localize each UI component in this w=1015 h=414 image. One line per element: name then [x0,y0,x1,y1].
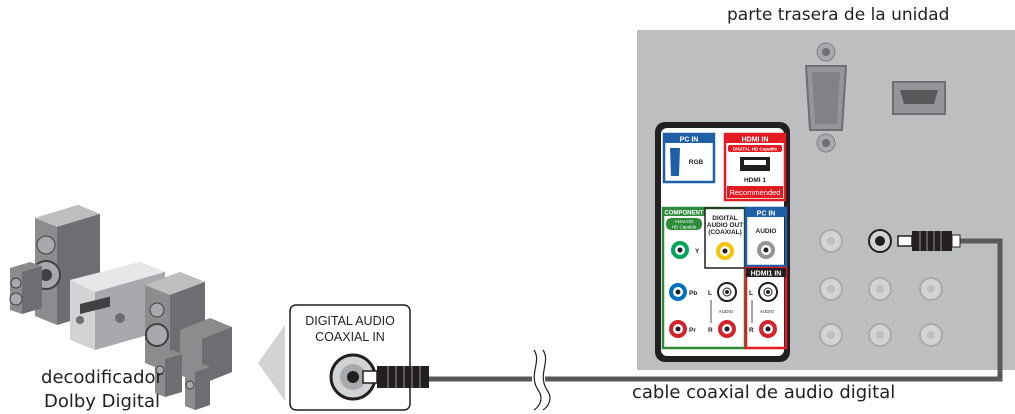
rear-jack-grid [819,229,943,347]
hdmi-audio-label: AUDIO [760,309,775,314]
cable-plug-tv-icon [897,231,961,251]
jack-comp-r-icon [718,320,736,338]
jack-y-label: Y [695,248,700,255]
jack-comp-l-icon [717,282,737,302]
pc-in-audio-section: PC IN AUDIO [744,206,788,268]
cable-plug-decoder-icon [362,366,429,388]
pc-in-title: PC IN [680,137,699,144]
comp-audio-l-label: L [708,290,712,297]
hdmi-in-title: HDMI IN [742,137,769,144]
hdmi-audio-r-label: R [749,327,754,334]
jack-hdmi-l-icon [758,282,778,302]
hdmi-recommended-label: Recommended [730,188,781,197]
pc-in-audio-label: AUDIO [756,228,777,235]
hdmi-capable-label: DIGITAL HD Capable [733,147,778,152]
coaxial-in-line2: COAXIAL IN [315,330,385,344]
cable-label: cable coaxial de audio digital [632,382,896,403]
pointer-arrow-icon [258,325,285,401]
jack-digital-out-icon [716,242,734,260]
hdmi-port-label: HDMI 1 [744,177,766,184]
coaxial-out-jack-icon [868,229,892,253]
jack-panel: PC IN RGB HDMI IN DIGITAL HD Capable HDM… [655,122,790,362]
hdmi-audio-l-label: L [749,290,753,297]
digital-audio-out-line1: DIGITAL [712,215,738,222]
rear-of-unit-label: parte trasera de la unidad [727,5,950,25]
component-sub1: ANALOG [675,219,694,224]
comp-audio-label: AUDIO [719,309,734,314]
dolby-decoder-speakers-icon [9,205,232,410]
digital-audio-coaxial-in-box: DIGITAL AUDIO COAXIAL IN [289,304,429,411]
jack-pr-label: Pr [689,327,696,334]
hdmi-connector-icon [892,81,946,115]
comp-audio-r-label: R [708,327,713,334]
component-title: COMPONENT [665,211,704,217]
component-sub2: HD Capable [672,225,697,230]
vga-connector-icon [804,42,848,153]
jack-y-icon [671,241,689,259]
coaxial-cable [400,231,1003,411]
digital-audio-out-line2: AUDIO OUT [707,222,744,229]
digital-audio-out-line3: (COAXIAL) [708,229,742,236]
jack-pb-icon [669,283,687,301]
decoder-label-line1: decodificador [41,367,163,388]
pc-in-rgb-section: PC IN RGB [662,132,716,184]
jack-hdmi-r-icon [759,320,777,338]
jack-pr-icon [669,320,687,338]
jack-pb-label: Pb [689,290,697,297]
pc-in-rgb-label: RGB [689,159,704,166]
jack-pc-audio-icon [757,241,775,259]
pc-in-audio-title: PC IN [757,211,776,218]
decoder-label-line2: Dolby Digital [43,391,161,412]
rear-panel: PC IN RGB HDMI IN DIGITAL HD Capable HDM… [637,30,1015,370]
hdmi-in-section: HDMI IN DIGITAL HD Capable HDMI 1 Recomm… [723,132,787,202]
coaxial-in-line1: DIGITAL AUDIO [305,314,395,328]
hdmi1-in-audio-section: HDMI1 IN [744,266,788,350]
hdmi1-in-title: HDMI1 IN [751,271,782,278]
